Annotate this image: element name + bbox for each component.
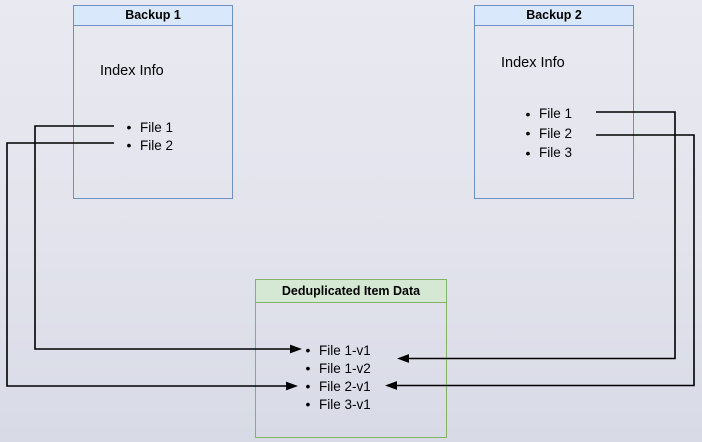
dedup-file-1-v1-item: • File 1-v1 xyxy=(297,341,371,359)
backup1-header: Backup 1 xyxy=(74,6,232,26)
backup2-file-1-label: File 1 xyxy=(539,106,573,122)
backup2-file-list: • File 1 • File 2 • File 3 xyxy=(517,104,572,163)
backup1-index-info-label: Index Info xyxy=(100,63,164,79)
dedup-file-1-v2-item: • File 1-v2 xyxy=(297,359,371,377)
backup2-index-info-label: Index Info xyxy=(501,55,565,71)
backup1-file-2-label: File 2 xyxy=(140,137,174,153)
backup2-header: Backup 2 xyxy=(475,6,633,26)
bullet-icon: • xyxy=(525,144,531,161)
bullet-icon: • xyxy=(305,396,311,412)
backup1-file-1-label: File 1 xyxy=(140,119,174,135)
dedup-file-1-v2-label: File 1-v2 xyxy=(319,360,371,376)
backup1-file-1-item: • File 1 xyxy=(118,118,173,136)
dedup-file-list: • File 1-v1 • File 1-v2 • File 2-v1 • Fi… xyxy=(297,341,371,413)
backup2-file-3-label: File 3 xyxy=(539,145,573,161)
bullet-icon: • xyxy=(525,105,531,122)
bullet-icon: • xyxy=(126,119,132,135)
backup1-box: Backup 1 Index Info • File 1 • File 2 xyxy=(73,5,233,199)
backup2-file-3-item: • File 3 xyxy=(517,143,572,163)
dedup-file-2-v1-label: File 2-v1 xyxy=(319,378,371,394)
deduplicated-item-data-box: Deduplicated Item Data • File 1-v1 • Fil… xyxy=(255,279,447,438)
bullet-icon: • xyxy=(305,360,311,376)
bullet-icon: • xyxy=(126,137,132,153)
dedup-file-3-v1-item: • File 3-v1 xyxy=(297,395,371,413)
bullet-icon: • xyxy=(305,342,311,358)
backup2-file-2-item: • File 2 xyxy=(517,124,572,144)
backup2-file-1-item: • File 1 xyxy=(517,104,572,124)
backup2-box: Backup 2 Index Info • File 1 • File 2 • … xyxy=(474,5,634,199)
bullet-icon: • xyxy=(305,378,311,394)
dedup-file-3-v1-label: File 3-v1 xyxy=(319,396,371,412)
bullet-icon: • xyxy=(525,125,531,142)
dedup-file-1-v1-label: File 1-v1 xyxy=(319,342,371,358)
backup1-file-list: • File 1 • File 2 xyxy=(118,118,173,154)
backup2-file-2-label: File 2 xyxy=(539,125,573,141)
deduplicated-item-data-header: Deduplicated Item Data xyxy=(256,280,446,303)
backup1-file-2-item: • File 2 xyxy=(118,136,173,154)
dedup-file-2-v1-item: • File 2-v1 xyxy=(297,377,371,395)
